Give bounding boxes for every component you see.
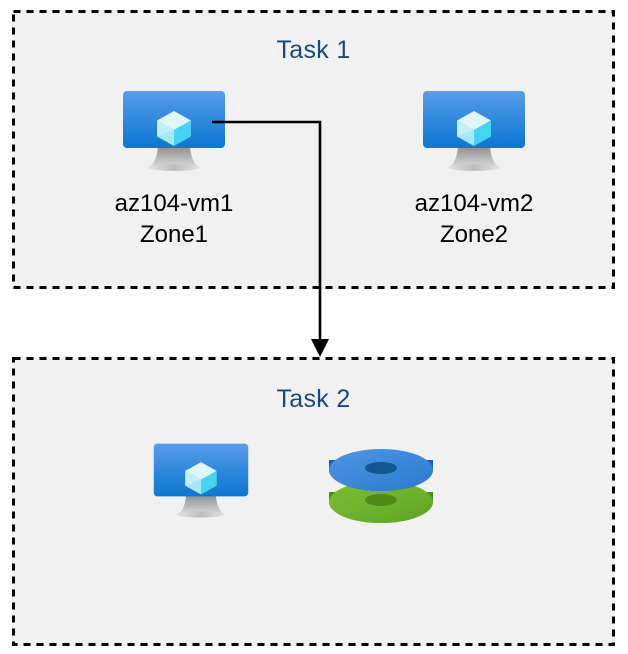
task-2-icon-row <box>143 438 463 538</box>
task-1-container: Task 1 <box>12 10 615 289</box>
disk-green <box>329 481 433 523</box>
disk-blue <box>329 449 433 491</box>
node-az104-vm2[interactable]: az104-vm2 Zone2 <box>374 90 574 250</box>
task-2-container: Task 2 <box>12 357 615 646</box>
azure-virtual-machine-icon <box>423 91 525 171</box>
azure-managed-disks-icon[interactable] <box>325 444 437 530</box>
node-az104-vm1[interactable]: az104-vm1 Zone1 <box>74 90 274 250</box>
vm1-label-name: az104-vm1 <box>114 190 234 217</box>
task-1-title: Task 1 <box>276 36 351 64</box>
vm2-label-zone: Zone2 <box>439 220 509 248</box>
vm1-label-zone: Zone1 <box>139 220 209 248</box>
azure-virtual-machine-icon[interactable] <box>151 442 251 522</box>
azure-virtual-machine-icon <box>123 91 225 171</box>
vm2-label-name: az104-vm2 <box>414 190 534 217</box>
task-2-title: Task 2 <box>276 385 351 413</box>
arrowhead-icon <box>311 339 329 357</box>
